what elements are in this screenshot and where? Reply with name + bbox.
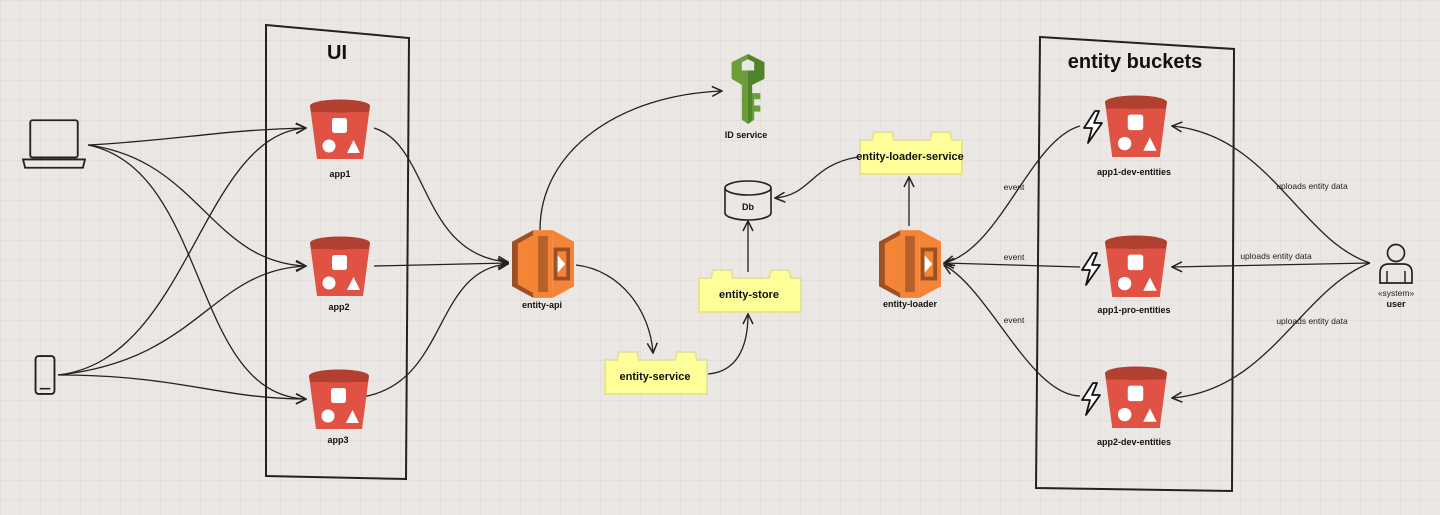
lightning-icon	[1081, 252, 1101, 286]
edge-laptop-app1	[87, 128, 306, 146]
s3-bucket-icon	[310, 236, 370, 296]
s3-bucket-icon	[309, 369, 369, 429]
node-app1-dev-entities[interactable]: app1-dev-entities	[1097, 95, 1171, 177]
edge-laptop-app2	[87, 144, 306, 266]
node-label-app1: app1	[329, 169, 350, 179]
node-user[interactable]: «system» user	[1378, 243, 1415, 310]
node-label-user-stereotype: «system»	[1378, 288, 1415, 298]
laptop-icon	[22, 119, 86, 169]
node-label-app2: app2	[328, 302, 349, 312]
edge-label-uploads-bot: uploads entity data	[1276, 316, 1348, 326]
node-entity-store[interactable]: entity-store	[698, 269, 802, 313]
edge-label-uploads-top: uploads entity data	[1276, 181, 1348, 191]
node-label-entity-store: entity-store	[719, 289, 779, 301]
node-entity-loader-service[interactable]: entity-loader-service	[856, 130, 964, 176]
edge-event-bot	[944, 265, 1081, 397]
edges	[57, 91, 1371, 399]
node-entity-loader[interactable]: entity-loader	[879, 230, 941, 309]
edge-user-app1-pro	[1172, 263, 1371, 267]
node-label-app3: app3	[327, 435, 348, 445]
s3-bucket-icon	[1105, 235, 1167, 297]
node-app2[interactable]: app2	[310, 236, 370, 313]
node-app2-dev-entities[interactable]: app2-dev-entities	[1097, 366, 1171, 447]
s3-bucket-icon	[310, 99, 370, 159]
edge-label-uploads-mid: uploads entity data	[1240, 251, 1312, 261]
node-app1[interactable]: app1	[310, 99, 370, 180]
edge-phone-app3	[57, 374, 306, 399]
node-label-user: user	[1386, 299, 1406, 309]
user-actor-icon	[1379, 243, 1413, 284]
edge-entity-api-id-service	[539, 91, 722, 231]
lightning-icon	[1083, 110, 1103, 144]
node-label-app1-pro-entities: app1-pro-entities	[1097, 305, 1170, 315]
edge-app3-entity-api	[353, 264, 508, 399]
node-label-app1-dev-entities: app1-dev-entities	[1097, 167, 1171, 177]
edge-event-mid	[944, 263, 1081, 267]
key-icon	[731, 54, 765, 124]
node-entity-service[interactable]: entity-service	[604, 351, 708, 395]
edge-entity-api-entity-service	[575, 264, 653, 353]
lightning-icon	[1081, 382, 1101, 416]
lambda-icon	[879, 230, 941, 298]
edge-event-top	[944, 125, 1081, 263]
node-id-service[interactable]: ID service	[725, 54, 768, 140]
edge-loader-service-db	[775, 156, 859, 198]
edge-user-app1-dev	[1172, 126, 1371, 264]
edge-user-app2-dev	[1172, 262, 1371, 398]
database-icon	[724, 180, 772, 221]
lambda-icon	[512, 230, 574, 298]
edge-label-event-top: event	[1004, 182, 1025, 192]
edge-phone-app2	[57, 266, 306, 376]
edge-label-event-bot: event	[1004, 315, 1025, 325]
s3-bucket-icon	[1105, 95, 1167, 157]
edge-app1-entity-api	[373, 127, 508, 262]
node-app3[interactable]: app3	[309, 369, 369, 446]
node-label-entity-api: entity-api	[522, 300, 562, 310]
phone-icon	[34, 355, 56, 395]
entity-buckets-group-frame	[1034, 35, 1236, 493]
node-label-entity-loader: entity-loader	[883, 299, 938, 309]
edge-app2-entity-api	[373, 263, 508, 266]
node-entity-api[interactable]: entity-api	[512, 230, 574, 310]
node-label-entity-loader-service: entity-loader-service	[856, 151, 964, 163]
s3-bucket-icon	[1105, 366, 1167, 428]
ui-group-title: UI	[327, 42, 347, 64]
ui-group-frame	[265, 23, 411, 481]
entity-buckets-group-title: entity buckets	[1068, 51, 1202, 73]
edge-phone-app1	[57, 128, 306, 376]
node-label-app2-dev-entities: app2-dev-entities	[1097, 437, 1171, 447]
node-label-entity-service: entity-service	[620, 371, 691, 383]
edge-entity-service-entity-store	[707, 314, 748, 375]
edge-laptop-app3	[87, 144, 306, 399]
node-label-db: Db	[742, 202, 754, 212]
node-db[interactable]: Db	[724, 180, 772, 221]
edge-label-event-mid: event	[1004, 252, 1025, 262]
node-app1-pro-entities[interactable]: app1-pro-entities	[1097, 235, 1171, 315]
node-label-id-service: ID service	[725, 130, 768, 140]
